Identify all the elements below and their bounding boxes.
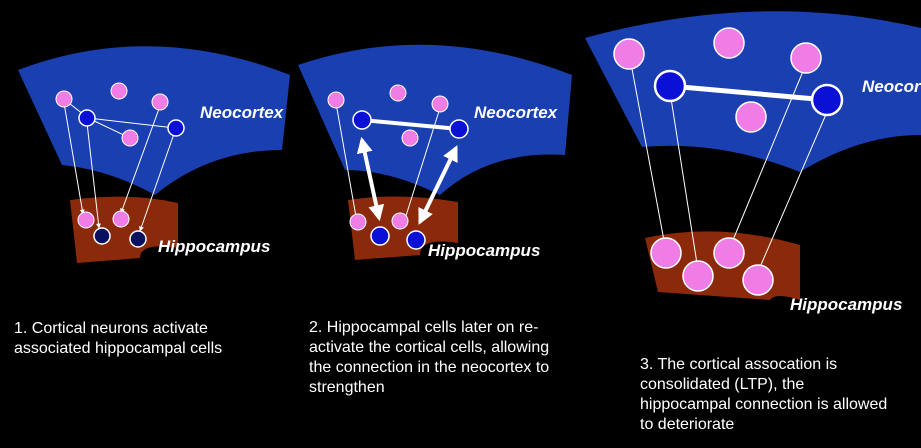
pink-neuron [349,213,367,231]
pink-neuron [77,211,95,229]
pink-neuron [151,93,169,111]
neocortex-label: Neocortex [200,103,285,122]
cortical-cells [55,82,185,147]
pink-neuron [713,27,745,59]
panel-1: Neocortex Hippocampus [18,46,290,263]
active-neuron [167,119,185,137]
pink-neuron [613,38,645,70]
panel-2: Neocortex Hippocampus [298,44,572,260]
pink-neuron [431,95,449,113]
pink-neuron [735,101,767,133]
pink-neuron [391,212,409,230]
pink-neuron [110,82,128,100]
active-neuron [449,119,469,139]
active-neuron [78,109,96,127]
consolidated-connection [669,83,828,103]
active-neuron [653,69,687,103]
pink-neuron [327,91,345,109]
pink-neuron [389,84,407,102]
pink-neuron [55,90,73,108]
decaying-connections [629,57,828,275]
hippocampus-label: Hippocampus [428,241,540,260]
hippocampal-neuron [370,226,390,246]
hippocampal-cells [650,237,774,296]
pink-neuron [742,264,774,296]
hippocampal-cells [349,212,426,250]
hippocampal-neuron [129,230,147,248]
pink-neuron [401,129,419,147]
active-neuron [352,110,372,130]
pink-neuron [121,129,139,147]
hippocampal-neuron [93,227,111,245]
active-neuron [810,83,844,117]
cortical-cells [613,27,844,133]
pink-neuron [790,42,822,74]
hippocampal-neuron [406,230,426,250]
panel-3: Neocortex Hippocampus [585,11,921,314]
projection-arrows [63,102,176,232]
pink-neuron [650,237,682,269]
caption-step-3: 3. The cortical assocation is consolidat… [640,356,888,433]
pink-neuron [713,237,745,269]
caption-step-1: 1. Cortical neurons activate associated … [14,320,223,357]
neocortex-label: Neocortex [862,77,921,96]
neocortex-label: Neocortex [474,103,559,122]
cortical-cells [327,84,469,147]
hippocampus-label: Hippocampus [158,237,270,256]
reactivation-arrows [356,136,458,225]
neocortex-region [18,46,290,195]
caption-step-2: 2. Hippocampal cells later on re-activat… [309,319,550,396]
pink-neuron [682,260,714,292]
hippocampus-label: Hippocampus [790,295,902,314]
hippocampal-cells [77,210,147,248]
pink-neuron [112,210,130,228]
strengthened-connection [361,118,460,131]
